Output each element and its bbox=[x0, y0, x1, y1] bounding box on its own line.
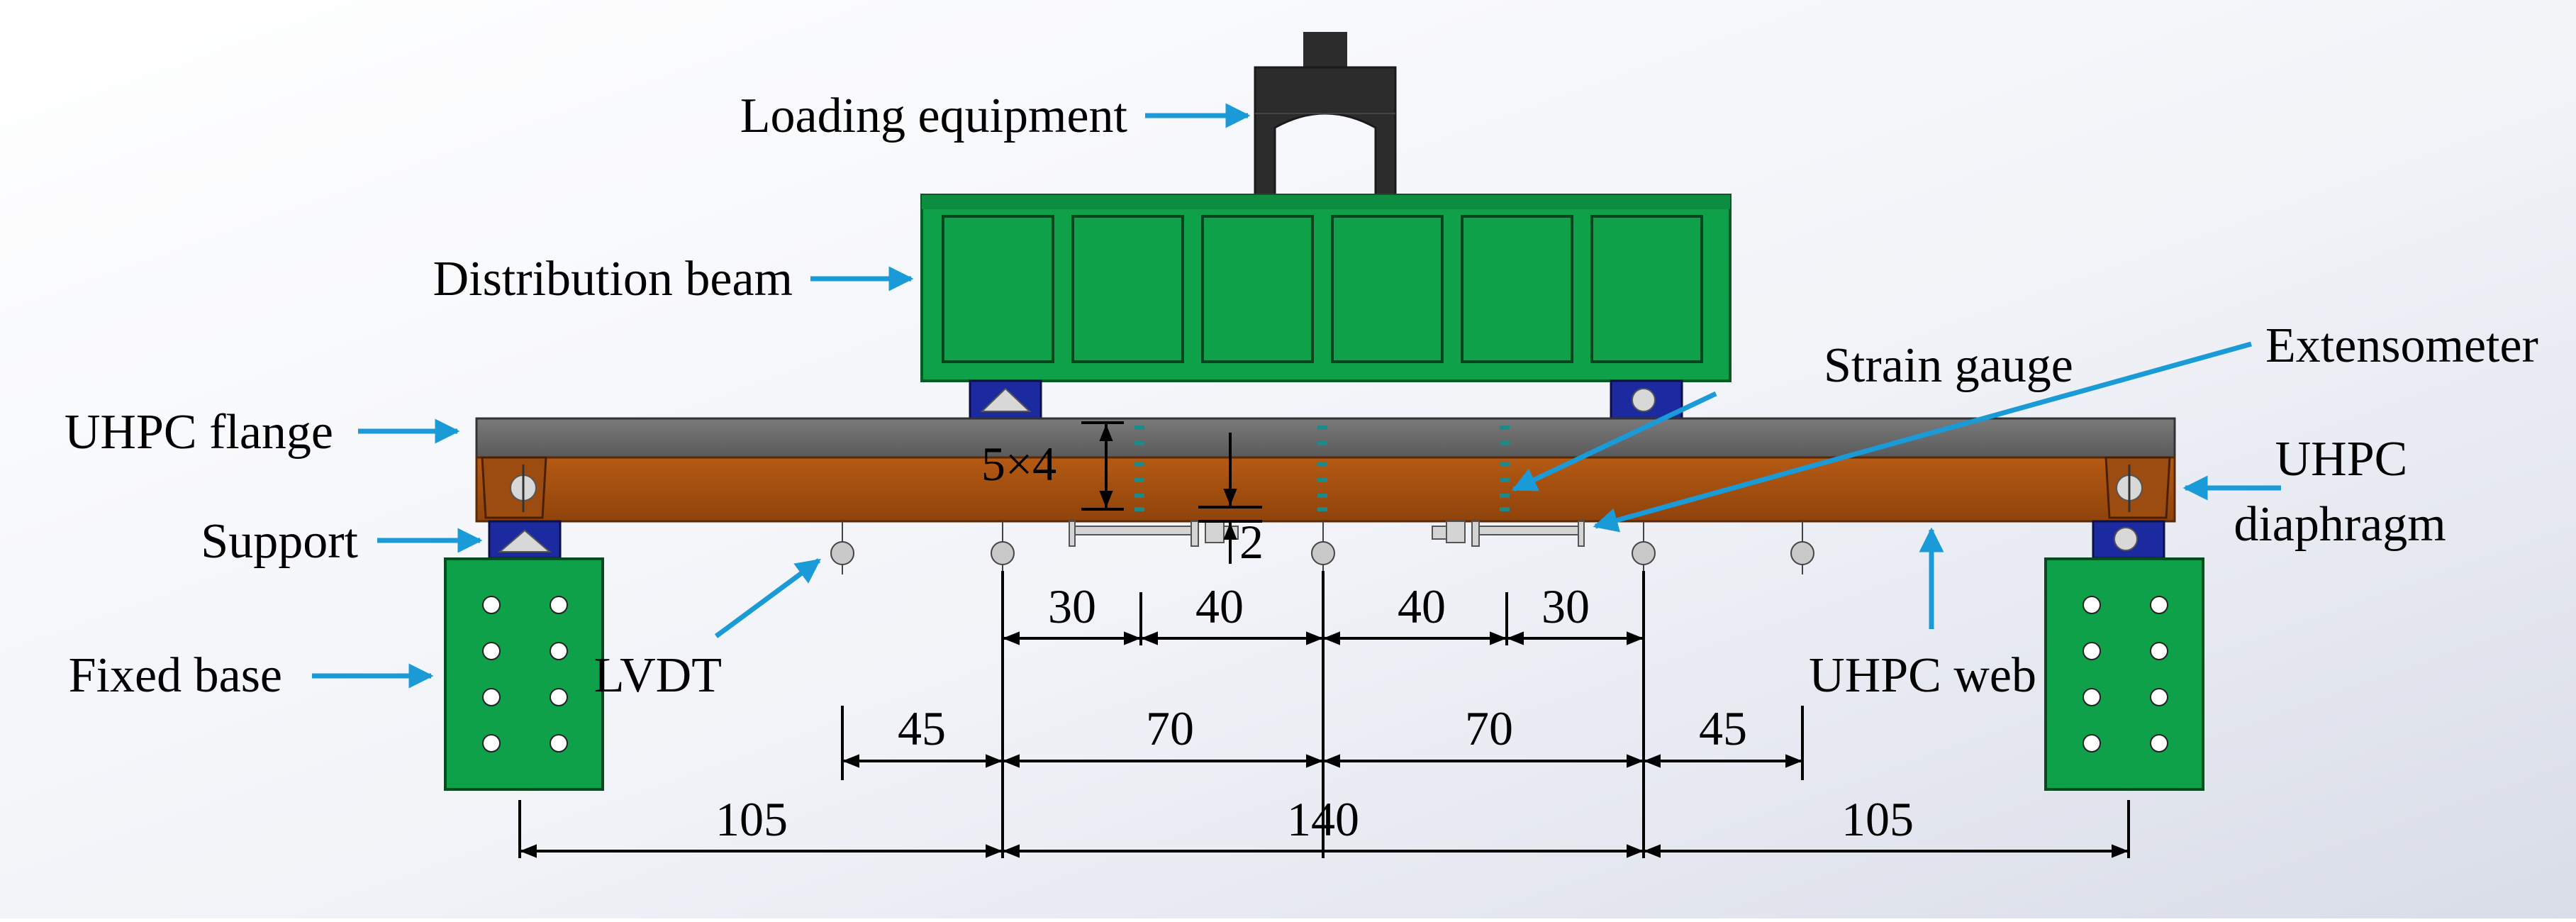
label-uhpc-web: UHPC web bbox=[1809, 648, 2036, 703]
dim-label-gauge-spacing: 5×4 bbox=[981, 437, 1056, 491]
dim-label-30-right: 30 bbox=[1541, 579, 1590, 633]
extensometer-right bbox=[1432, 521, 1585, 547]
uhpc-web bbox=[475, 456, 2176, 523]
dim-label-40-right: 40 bbox=[1398, 579, 1446, 633]
callout-arrows bbox=[312, 103, 2281, 689]
strain-gauges bbox=[1134, 426, 1510, 511]
dimension-lines bbox=[518, 421, 2130, 858]
lvdt-2 bbox=[991, 521, 1015, 574]
dim-label-140: 140 bbox=[1287, 792, 1359, 846]
arrow-strain-gauge bbox=[1511, 391, 1717, 492]
loading-equipment bbox=[1254, 32, 1397, 196]
fixed-base-left bbox=[444, 557, 604, 791]
strain-gauge-column-1 bbox=[1134, 426, 1144, 511]
strain-gauge-column-2 bbox=[1317, 426, 1327, 511]
label-extensometer: Extensometer bbox=[2265, 318, 2538, 373]
label-strain-gauge: Strain gauge bbox=[1824, 338, 2073, 393]
support-left bbox=[488, 520, 562, 560]
arrow-extensometer bbox=[1593, 341, 2252, 533]
label-support: Support bbox=[201, 514, 358, 569]
strain-gauge-column-3 bbox=[1500, 426, 1510, 511]
label-fixed-base: Fixed base bbox=[69, 648, 282, 703]
arrow-lvdt bbox=[714, 558, 821, 638]
dim-label-40-left: 40 bbox=[1195, 579, 1244, 633]
dim-label-offset: 2 bbox=[1239, 515, 1264, 569]
lvdt-4 bbox=[1632, 521, 1656, 574]
label-uhpc-flange: UHPC flange bbox=[65, 405, 333, 460]
fixed-base-right bbox=[2044, 557, 2204, 791]
dim-label-45-right: 45 bbox=[1699, 701, 1747, 755]
dim-label-45-left: 45 bbox=[898, 701, 946, 755]
uhpc-diaphragm-left bbox=[481, 456, 547, 519]
beam-bearing-left bbox=[969, 379, 1042, 421]
dim-label-70-right: 70 bbox=[1465, 701, 1513, 755]
distribution-beam bbox=[920, 194, 1732, 382]
lvdt-sensors bbox=[830, 521, 1814, 574]
label-uhpc-diaphragm-line1: UHPC bbox=[2275, 432, 2408, 487]
label-distribution-beam: Distribution beam bbox=[433, 252, 793, 306]
dim-label-105-right: 105 bbox=[1841, 792, 1914, 846]
dim-label-70-left: 70 bbox=[1146, 701, 1194, 755]
dim-label-30-left: 30 bbox=[1048, 579, 1096, 633]
dim-label-105-left: 105 bbox=[715, 792, 788, 846]
lvdt-3 bbox=[1311, 521, 1335, 574]
uhpc-diaphragm-right bbox=[2104, 456, 2171, 519]
label-lvdt: LVDT bbox=[594, 648, 722, 703]
label-loading-equipment: Loading equipment bbox=[740, 89, 1128, 143]
support-right bbox=[2092, 520, 2165, 560]
lvdt-1 bbox=[830, 521, 854, 574]
lvdt-5 bbox=[1790, 521, 1814, 574]
label-uhpc-diaphragm-line2: diaphragm bbox=[2234, 497, 2446, 552]
